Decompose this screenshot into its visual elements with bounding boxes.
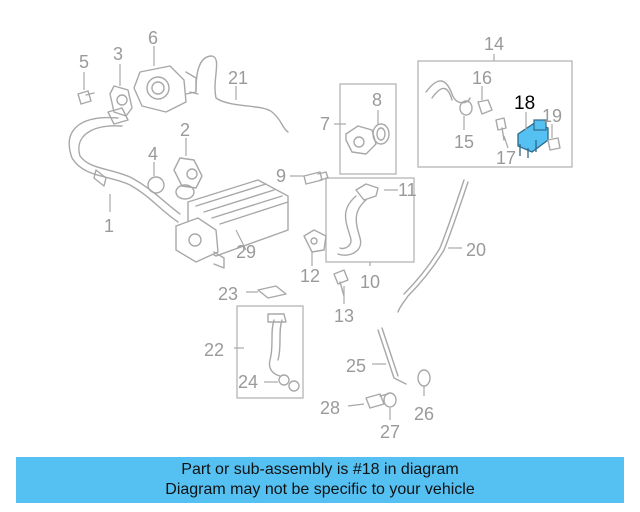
gasket-part-3	[109, 85, 133, 117]
callout-11: 11	[398, 180, 417, 200]
pipe-part-10	[337, 195, 367, 256]
info-banner: Part or sub-assembly is #18 in diagram D…	[16, 457, 624, 503]
parts-diagram: 5 3 6 2 4 1 21 29 7 8 9 11 10 12 13 14 1…	[68, 28, 573, 442]
callout-17: 17	[496, 148, 516, 168]
tube-part-21	[189, 55, 289, 133]
callout-24: 24	[238, 372, 258, 392]
callout-3: 3	[113, 44, 123, 64]
callout-25: 25	[346, 356, 366, 376]
callout-22: 22	[204, 340, 224, 360]
clamp-part-13	[333, 269, 349, 297]
cap-part-11	[355, 183, 379, 201]
egr-pipe-part	[68, 107, 195, 223]
pipe-part-22	[267, 313, 287, 377]
callout-9: 9	[276, 166, 286, 186]
hose-part-14	[425, 80, 471, 104]
callout-5: 5	[79, 52, 89, 72]
bolt-part-28	[365, 393, 389, 409]
callout-1: 1	[104, 216, 114, 236]
flange-part-7	[345, 125, 377, 155]
seal-part-24	[278, 374, 300, 392]
washer-part-27	[383, 392, 397, 408]
callout-26: 26	[414, 404, 434, 424]
callout-14: 14	[484, 34, 504, 54]
group-box-14	[417, 60, 573, 168]
bolt-part-5	[77, 90, 95, 105]
group-box-7	[339, 83, 397, 175]
callout-2: 2	[180, 120, 190, 140]
callout-23: 23	[218, 284, 238, 304]
callout-19: 19	[542, 106, 562, 126]
bolt-part-17	[495, 117, 507, 141]
gasket-part-23	[257, 285, 287, 299]
bolt-part-9	[303, 171, 329, 185]
callout-28: 28	[320, 398, 340, 418]
callout-20: 20	[466, 240, 486, 260]
callout-18: 18	[514, 93, 535, 114]
callout-16: 16	[472, 68, 492, 88]
oring-part-8	[372, 123, 390, 145]
callout-29: 29	[236, 242, 256, 262]
gasket-part-12	[303, 229, 327, 253]
oring-part-26	[417, 369, 431, 387]
callout-7: 7	[320, 114, 330, 134]
callout-8: 8	[372, 90, 382, 110]
cap-part-4	[147, 176, 165, 194]
callout-6: 6	[148, 28, 158, 48]
egr-cooler-part-29	[175, 179, 289, 269]
group-box-22	[236, 305, 304, 399]
callout-27: 27	[380, 422, 400, 442]
gasket-part-2	[173, 157, 203, 189]
rod-part-25	[377, 327, 407, 385]
callout-13: 13	[334, 306, 354, 326]
leader-lines	[83, 46, 553, 420]
callout-15: 15	[454, 132, 474, 152]
callout-10: 10	[360, 272, 380, 292]
banner-disclaimer: Diagram may not be specific to your vehi…	[165, 481, 475, 498]
callout-21: 21	[228, 68, 248, 88]
egr-valve-part-6	[133, 65, 197, 113]
bolt-part-19	[547, 137, 561, 151]
banner-part-notice: Part or sub-assembly is #18 in diagram	[181, 461, 459, 478]
callout-12: 12	[300, 266, 320, 286]
connector-part-16	[477, 99, 493, 115]
callout-4: 4	[148, 144, 158, 164]
line-part-20	[397, 179, 469, 313]
bushing-part-15	[459, 100, 473, 116]
